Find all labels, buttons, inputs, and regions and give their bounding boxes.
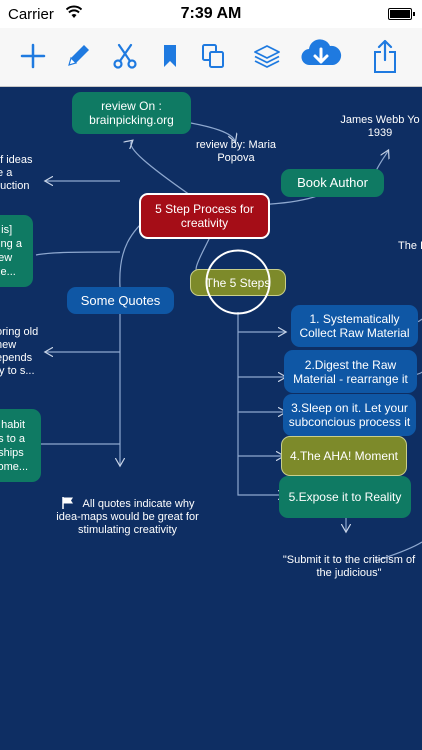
quote-submit-text: "Submit it to the criticism of the judic…: [282, 554, 416, 579]
central-node[interactable]: 5 Step Process for creativity: [139, 193, 270, 239]
step-node-5[interactable]: 5.Expose it to Reality: [279, 476, 411, 518]
left-fragment-node-4[interactable]: e habit ds to a nships come...: [0, 409, 41, 482]
left-fragment-node-2[interactable]: e is] ning a new ele...: [0, 215, 33, 287]
carrier-label: Carrier: [8, 6, 54, 23]
status-bar: Carrier 7:39 AM: [0, 0, 422, 28]
battery-icon: [388, 8, 415, 20]
step-node-4[interactable]: 4.The AHA! Moment: [281, 436, 407, 476]
layers-icon[interactable]: [252, 41, 282, 71]
copy-icon[interactable]: [198, 41, 228, 71]
author-text: James Webb Yo 1939: [340, 114, 420, 139]
step-node-1[interactable]: 1. Systematically Collect Raw Material: [291, 305, 418, 347]
plus-icon[interactable]: [18, 41, 48, 71]
the-label-text: The I: [398, 240, 422, 252]
selection-ring: [205, 249, 271, 315]
cloud-download-icon[interactable]: [300, 37, 342, 73]
toolbar: [0, 28, 422, 87]
clock: 7:39 AM: [180, 5, 242, 22]
mindmap-canvas[interactable]: review On : brainpicking.org review by: …: [0, 87, 422, 750]
step-node-3[interactable]: 3.Sleep on it. Let your subconcious proc…: [283, 394, 416, 436]
share-icon[interactable]: [370, 38, 400, 74]
reviewer-text: review by: Maria Popova: [195, 139, 277, 164]
scissors-icon[interactable]: [110, 41, 140, 71]
left-fragment-3: oring old new epends ty to s...: [0, 326, 39, 377]
wifi-icon: [66, 5, 82, 18]
some-quotes-node[interactable]: Some Quotes: [67, 287, 174, 314]
step-node-2[interactable]: 2.Digest the Raw Material - rearrange it: [284, 350, 417, 393]
flag-icon: [62, 497, 73, 509]
note-text: All quotes indicate why idea-maps would …: [56, 498, 199, 536]
pencil-icon[interactable]: [63, 41, 93, 71]
book-author-node[interactable]: Book Author: [281, 169, 384, 197]
bookmark-icon[interactable]: [155, 41, 185, 71]
source-node[interactable]: review On : brainpicking.org: [72, 92, 191, 134]
left-fragment-1: of ideas te a duction: [0, 154, 33, 192]
